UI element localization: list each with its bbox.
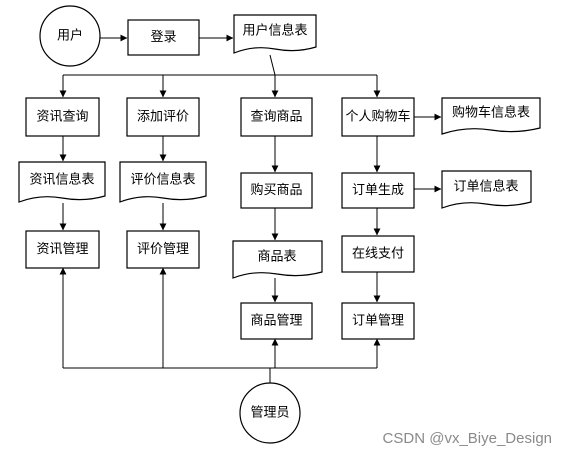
node-product-table-label: 商品表 [257, 250, 296, 265]
node-review-manage-label: 评价管理 [137, 242, 189, 257]
node-add-review: 添加评价 [126, 97, 200, 137]
node-login: 登录 [127, 19, 200, 56]
connectors [59, 34, 442, 383]
node-news-query-label: 资讯查询 [36, 110, 88, 125]
watermark: CSDN @vx_Biye_Design [383, 430, 552, 447]
node-review-manage: 评价管理 [126, 230, 200, 269]
edge-usertable-bus [269, 54, 279, 98]
node-order-manage: 订单管理 [341, 302, 415, 340]
node-review-table: 评价信息表 [119, 161, 207, 203]
node-admin: 管理员 [239, 382, 301, 444]
node-order-manage-label: 订单管理 [352, 314, 404, 329]
node-user-table: 用户信息表 [233, 14, 317, 54]
node-news-table-label: 资讯信息表 [29, 172, 94, 188]
node-pay-online: 在线支付 [341, 235, 415, 273]
node-news-manage: 资讯管理 [25, 230, 100, 269]
node-product-table: 商品表 [232, 240, 323, 279]
node-add-review-label: 添加评价 [137, 110, 189, 125]
node-product-manage: 商品管理 [240, 302, 313, 340]
node-review-table-label: 评价信息表 [130, 172, 195, 188]
node-product-query: 查询商品 [240, 97, 313, 137]
node-user-table-label: 用户信息表 [242, 23, 307, 39]
node-product-manage-label: 商品管理 [250, 314, 302, 329]
node-order-create-label: 订单生成 [352, 183, 404, 198]
node-product-query-label: 查询商品 [250, 110, 302, 125]
node-cart: 个人购物车 [341, 97, 415, 137]
node-order-create: 订单生成 [341, 172, 415, 209]
node-cart-table: 购物车信息表 [441, 97, 541, 135]
node-buy-product: 购买商品 [240, 172, 313, 209]
node-login-label: 登录 [150, 30, 176, 45]
node-user: 用户 [39, 5, 101, 67]
node-cart-table-label: 购物车信息表 [452, 105, 530, 121]
node-user-label: 用户 [57, 28, 83, 44]
node-order-table: 订单信息表 [441, 170, 532, 209]
node-news-query: 资讯查询 [25, 97, 100, 137]
node-pay-online-label: 在线支付 [352, 247, 404, 262]
node-cart-label: 个人购物车 [345, 109, 410, 125]
node-news-manage-label: 资讯管理 [36, 242, 88, 257]
node-admin-label: 管理员 [250, 406, 289, 421]
node-news-table: 资讯信息表 [18, 161, 106, 203]
node-order-table-label: 订单信息表 [453, 179, 518, 195]
node-buy-product-label: 购买商品 [250, 182, 302, 198]
